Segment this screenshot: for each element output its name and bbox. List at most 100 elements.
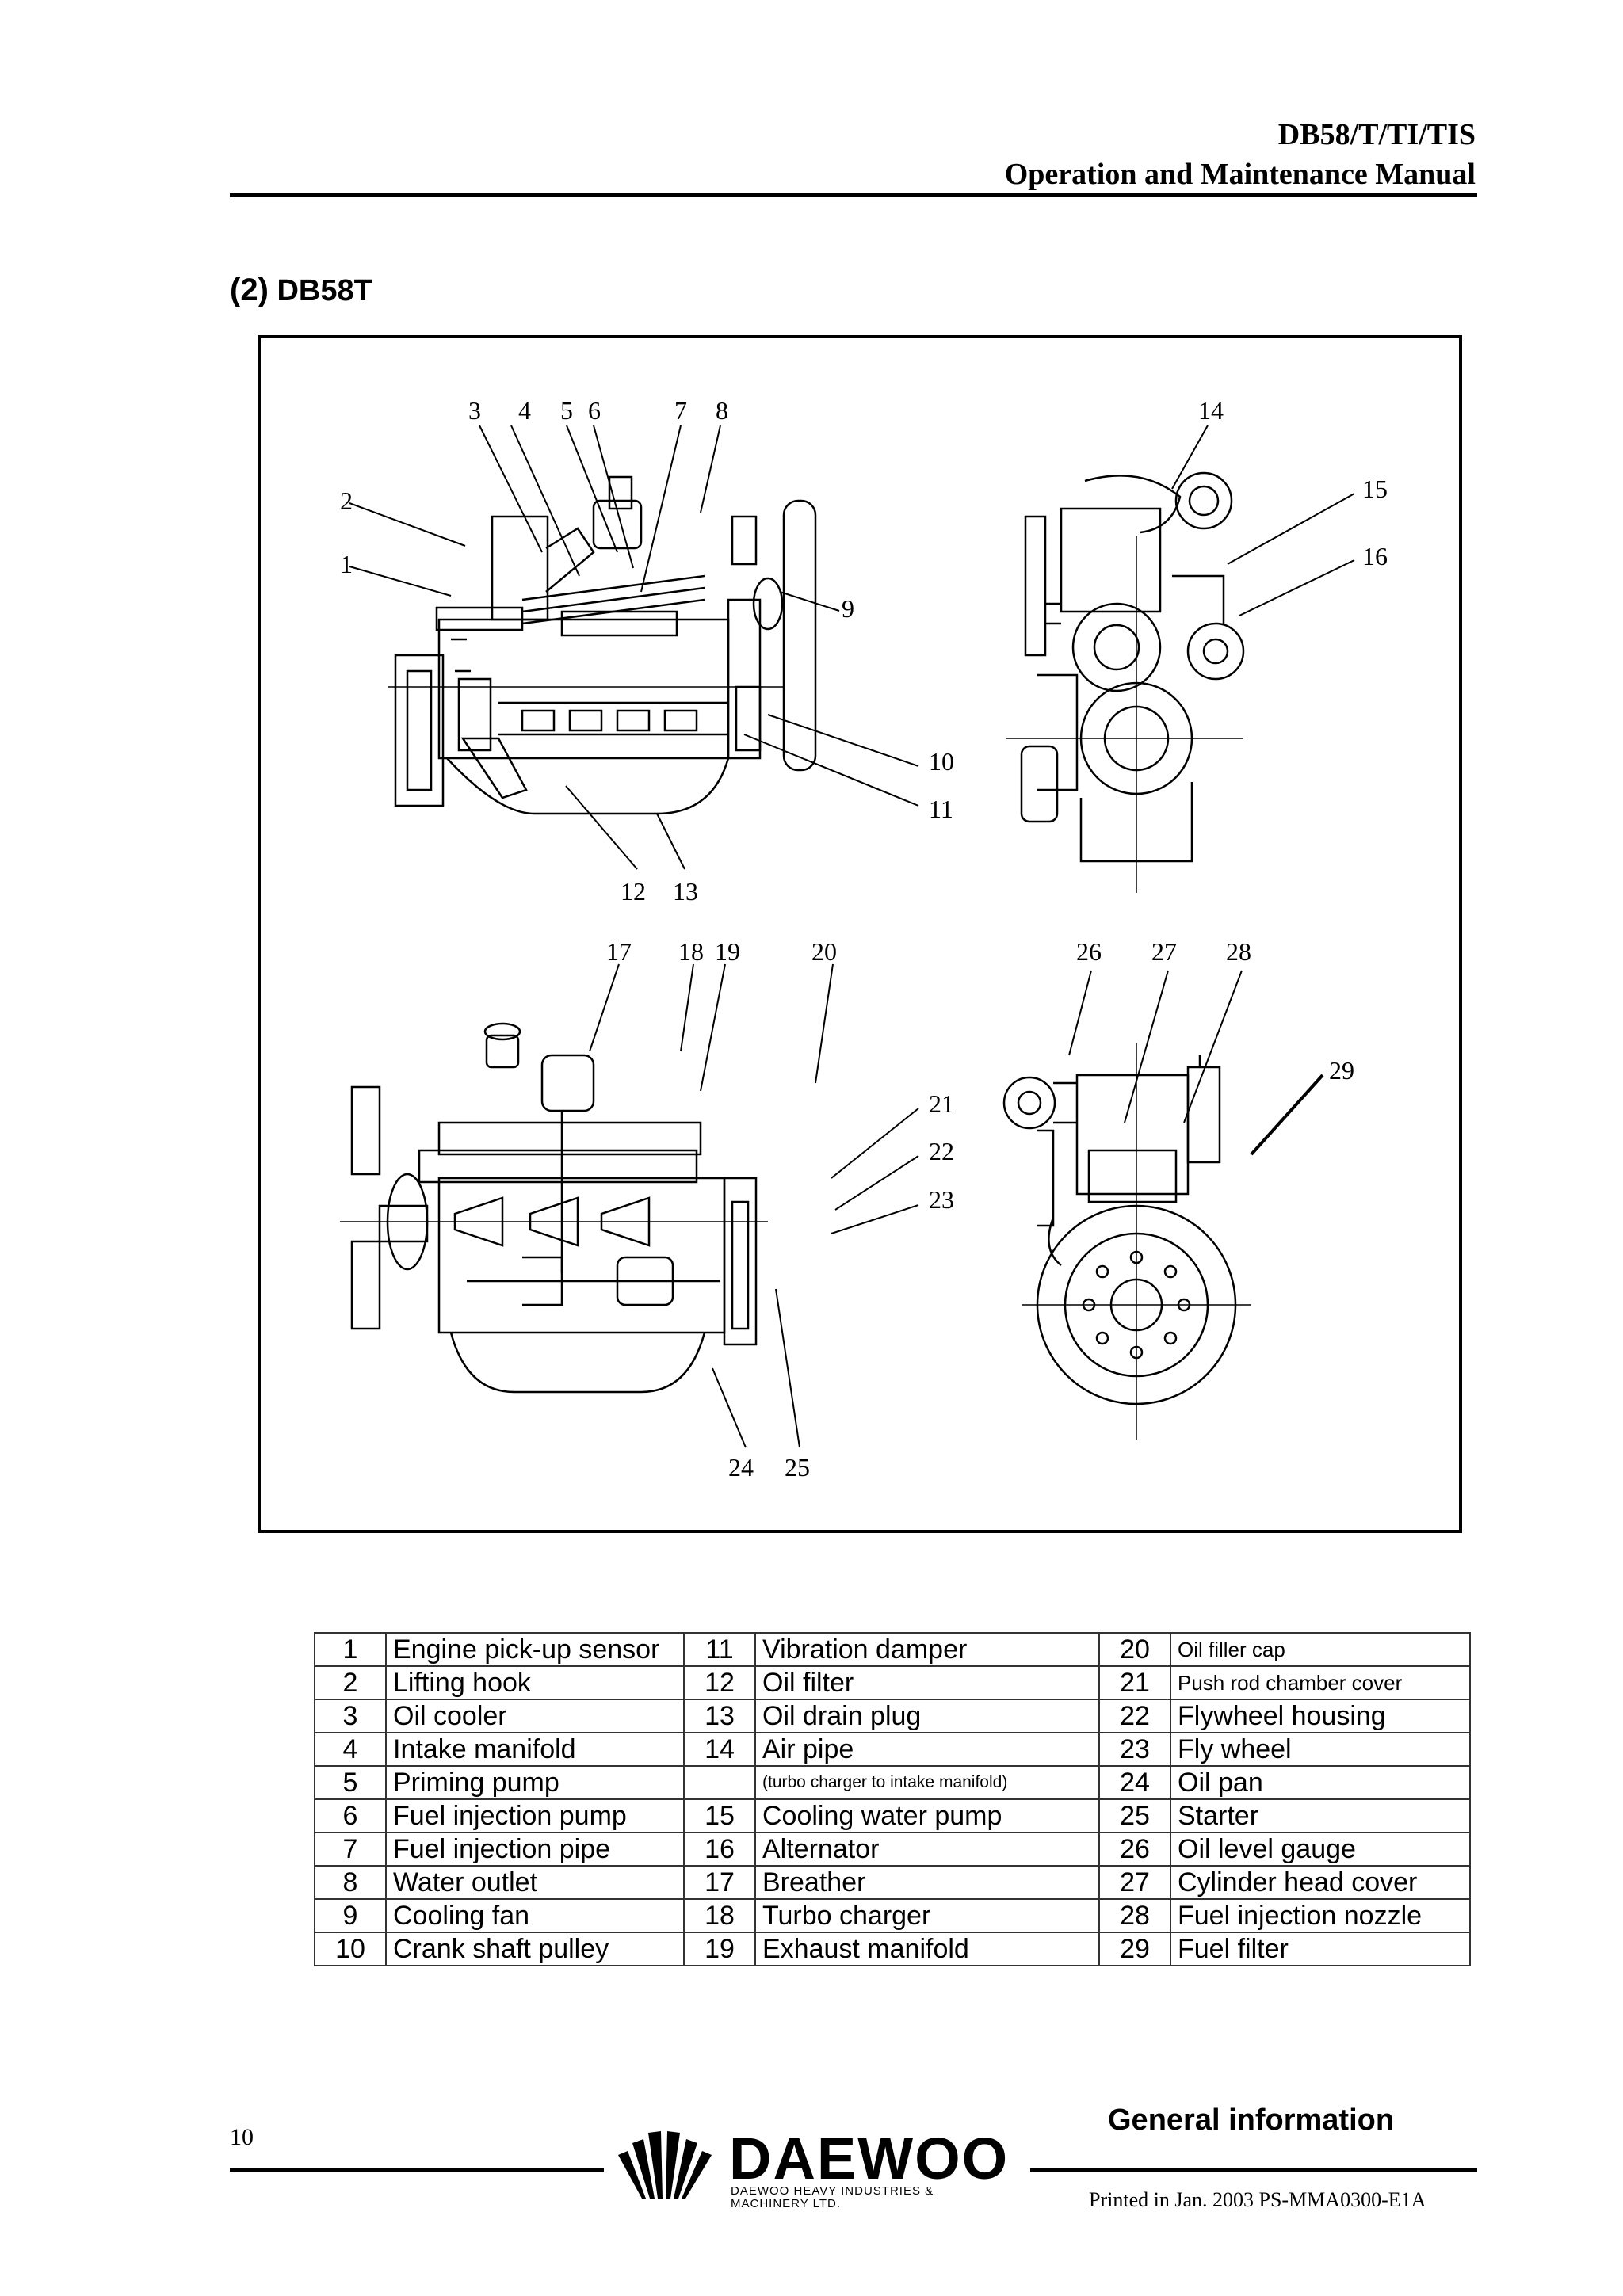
part-name: Fly wheel	[1170, 1732, 1471, 1767]
part-number: 5	[314, 1765, 387, 1800]
part-number: 24	[1098, 1765, 1171, 1800]
print-info: Printed in Jan. 2003 PS-MMA0300-E1A	[1089, 2188, 1426, 2211]
part-name: Fuel injection pipe	[385, 1832, 685, 1867]
daewoo-shell-icon	[618, 2131, 712, 2199]
callout-5: 5	[560, 396, 573, 425]
part-number: 17	[683, 1865, 756, 1900]
part-name: Starter	[1170, 1798, 1471, 1833]
page-number: 10	[230, 2124, 254, 2150]
part-name: Oil filler cap	[1170, 1632, 1471, 1667]
part-number: 13	[683, 1699, 756, 1733]
part-name: Fuel injection pump	[385, 1798, 685, 1833]
table-row: 4 Intake manifold 14 Air pipe 23 Fly whe…	[314, 1732, 1471, 1767]
section-number: (2)	[230, 273, 269, 307]
part-number: 12	[683, 1665, 756, 1700]
part-name: Water outlet	[385, 1865, 685, 1900]
callout-20: 20	[812, 937, 837, 966]
part-number: 1	[314, 1632, 387, 1667]
callout-26: 26	[1076, 937, 1102, 966]
part-number: 8	[314, 1865, 387, 1900]
part-name: Alternator	[754, 1832, 1100, 1867]
part-number: 4	[314, 1732, 387, 1767]
part-name: Intake manifold	[385, 1732, 685, 1767]
section-title: (2) DB58T	[230, 273, 372, 308]
callout-4: 4	[518, 396, 531, 425]
part-name: Fuel filter	[1170, 1932, 1471, 1966]
callout-25: 25	[785, 1453, 810, 1482]
callout-23: 23	[929, 1185, 954, 1214]
callout-11: 11	[929, 795, 953, 823]
callout-19: 19	[715, 937, 740, 966]
part-name: Push rod chamber cover	[1170, 1665, 1471, 1700]
callout-17: 17	[606, 937, 632, 966]
part-name: Oil filter	[754, 1665, 1100, 1700]
part-number: 21	[1098, 1665, 1171, 1700]
part-number	[683, 1765, 756, 1800]
part-number: 16	[683, 1832, 756, 1867]
part-number: 15	[683, 1798, 756, 1833]
footer-rule-left	[230, 2168, 604, 2172]
part-name: Oil level gauge	[1170, 1832, 1471, 1867]
callout-28: 28	[1226, 937, 1251, 966]
callout-9: 9	[842, 594, 854, 623]
part-number: 18	[683, 1898, 756, 1933]
part-number: 14	[683, 1732, 756, 1767]
callout-labels: 2 1 3 4 5 6 7 8 9 10 11 12 13 14 15 16 1…	[340, 396, 1388, 1482]
part-name: Fuel injection nozzle	[1170, 1898, 1471, 1933]
part-name: Cylinder head cover	[1170, 1865, 1471, 1900]
table-row: 1 Engine pick-up sensor 11 Vibration dam…	[314, 1632, 1471, 1667]
callout-15: 15	[1362, 475, 1388, 503]
manual-model: DB58/T/TI/TIS	[1277, 118, 1476, 151]
callout-1: 1	[340, 550, 353, 578]
part-number: 10	[314, 1932, 387, 1966]
callout-18: 18	[678, 937, 704, 966]
callout-24: 24	[728, 1453, 754, 1482]
part-number: 6	[314, 1798, 387, 1833]
table-row: 5 Priming pump (turbo charger to intake …	[314, 1765, 1471, 1800]
header-rule	[230, 193, 1477, 197]
part-name: Cooling water pump	[754, 1798, 1100, 1833]
engine-rear-view	[1002, 1043, 1251, 1440]
table-row: 2 Lifting hook 12 Oil filter 21 Push rod…	[314, 1665, 1471, 1700]
part-name: Engine pick-up sensor	[385, 1632, 685, 1667]
part-number: 19	[683, 1932, 756, 1966]
part-name: Lifting hook	[385, 1665, 685, 1700]
engine-left-side-view	[388, 475, 817, 815]
part-name: Turbo charger	[754, 1898, 1100, 1933]
logo-subtitle-2: MACHINERY LTD.	[731, 2197, 841, 2210]
part-number: 9	[314, 1898, 387, 1933]
part-number: 7	[314, 1832, 387, 1867]
engine-figure: 2 1 3 4 5 6 7 8 9 10 11 12 13 14 15 16 1…	[258, 335, 1462, 1533]
logo-wordmark: DAEWOO	[729, 2126, 1009, 2191]
table-row: 10 Crank shaft pulley 19 Exhaust manifol…	[314, 1932, 1471, 1966]
part-number: 20	[1098, 1632, 1171, 1667]
callout-8: 8	[716, 396, 728, 425]
manual-title: Operation and Maintenance Manual	[1004, 158, 1476, 191]
table-row: 7 Fuel injection pipe 16 Alternator 26 O…	[314, 1832, 1471, 1867]
part-name: Priming pump	[385, 1765, 685, 1800]
daewoo-logo: DAEWOO DAEWOO HEAVY INDUSTRIES & MACHINE…	[618, 2126, 1009, 2210]
chapter-name: General information	[1108, 2103, 1395, 2137]
part-name: Crank shaft pulley	[385, 1932, 685, 1966]
callout-10: 10	[929, 747, 954, 776]
part-name: Exhaust manifold	[754, 1932, 1100, 1966]
part-number: 3	[314, 1699, 387, 1733]
part-name: Oil drain plug	[754, 1699, 1100, 1733]
part-name: Vibration damper	[754, 1632, 1100, 1667]
part-number: 28	[1098, 1898, 1171, 1933]
table-row: 3 Oil cooler 13 Oil drain plug 22 Flywhe…	[314, 1699, 1471, 1733]
part-name: Oil cooler	[385, 1699, 685, 1733]
part-number: 25	[1098, 1798, 1171, 1833]
part-name: Flywheel housing	[1170, 1699, 1471, 1733]
table-row: 8 Water outlet 17 Breather 27 Cylinder h…	[314, 1865, 1471, 1900]
footer-rule-right	[1030, 2168, 1477, 2172]
callout-14: 14	[1198, 396, 1224, 425]
logo-subtitle-1: DAEWOO HEAVY INDUSTRIES &	[731, 2184, 934, 2198]
callout-12: 12	[621, 877, 646, 906]
engine-front-view	[1006, 471, 1245, 893]
table-row: 9 Cooling fan 18 Turbo charger 28 Fuel i…	[314, 1898, 1471, 1933]
callout-2: 2	[340, 486, 353, 515]
section-name: DB58T	[277, 274, 372, 307]
table-row: 6 Fuel injection pump 15 Cooling water p…	[314, 1798, 1471, 1833]
part-name-note: (turbo charger to intake manifold)	[754, 1765, 1100, 1800]
